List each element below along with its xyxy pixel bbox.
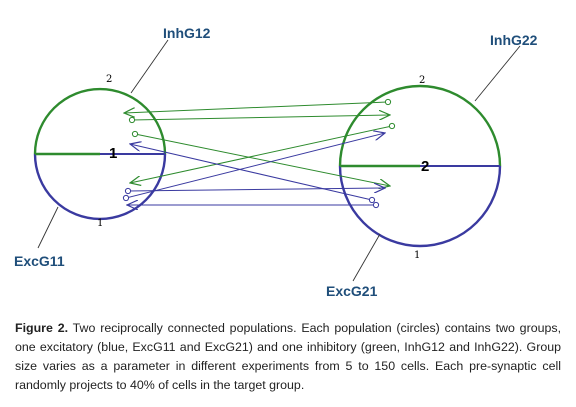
- inhg22-leader-line: [474, 45, 521, 102]
- connection-origin-dot: [122, 194, 130, 202]
- connection-origin-dot: [384, 98, 392, 106]
- connection-origin-dot: [128, 116, 136, 124]
- population-2-inhibitory-arc: [338, 84, 502, 167]
- excitatory-connections: [122, 133, 385, 209]
- caption-text: Two reciprocally connected populations. …: [15, 321, 562, 392]
- population-2-excitatory-arc: [338, 165, 502, 248]
- connection-inhg22-to-pop1-a: [124, 101, 389, 113]
- population-2-id: 2: [421, 158, 429, 175]
- population-1-inhibitory-arc: [33, 87, 167, 155]
- connection-excg21-to-pop1-a: [130, 144, 373, 201]
- connection-origin-dot: [372, 201, 380, 209]
- population-1-top-number: 2: [106, 74, 112, 85]
- connection-excg11-to-pop2-a: [127, 188, 385, 191]
- connection-origin-dot: [388, 122, 396, 130]
- connection-inhg12-to-pop2-a: [131, 115, 390, 121]
- population-1: [33, 39, 169, 249]
- inhg12-label: InhG12: [163, 25, 211, 41]
- excg11-leader-line: [37, 206, 59, 249]
- inhibitory-connections: [124, 98, 396, 186]
- population-2-top-number: 2: [419, 75, 425, 86]
- population-1-bottom-number: 1: [97, 218, 103, 229]
- connection-inhg22-to-pop1-b: [130, 125, 393, 183]
- excg21-label: ExcG21: [326, 283, 378, 299]
- excg21-leader-line: [352, 233, 381, 282]
- connection-excg11-to-pop2-b: [125, 133, 385, 199]
- caption-label: Figure 2.: [15, 321, 69, 335]
- population-2: [338, 45, 521, 282]
- population-1-excitatory-arc: [33, 153, 167, 221]
- population-2-bottom-number: 1: [414, 250, 420, 261]
- population-diagram: InhG12 ExcG11 InhG22 ExcG21 2 1 2 1 1 2: [14, 25, 538, 299]
- connection-inhg12-to-pop2-b: [134, 133, 390, 186]
- connection-origin-dot: [124, 187, 132, 195]
- excg11-label: ExcG11: [14, 253, 65, 269]
- inhg22-label: InhG22: [490, 32, 538, 48]
- figure-caption: Figure 2. Two reciprocally connected pop…: [15, 319, 561, 395]
- connection-origin-dot: [131, 130, 139, 138]
- population-1-id: 1: [109, 145, 117, 162]
- inhg12-leader-line: [130, 39, 169, 94]
- connection-origin-dot: [368, 196, 376, 204]
